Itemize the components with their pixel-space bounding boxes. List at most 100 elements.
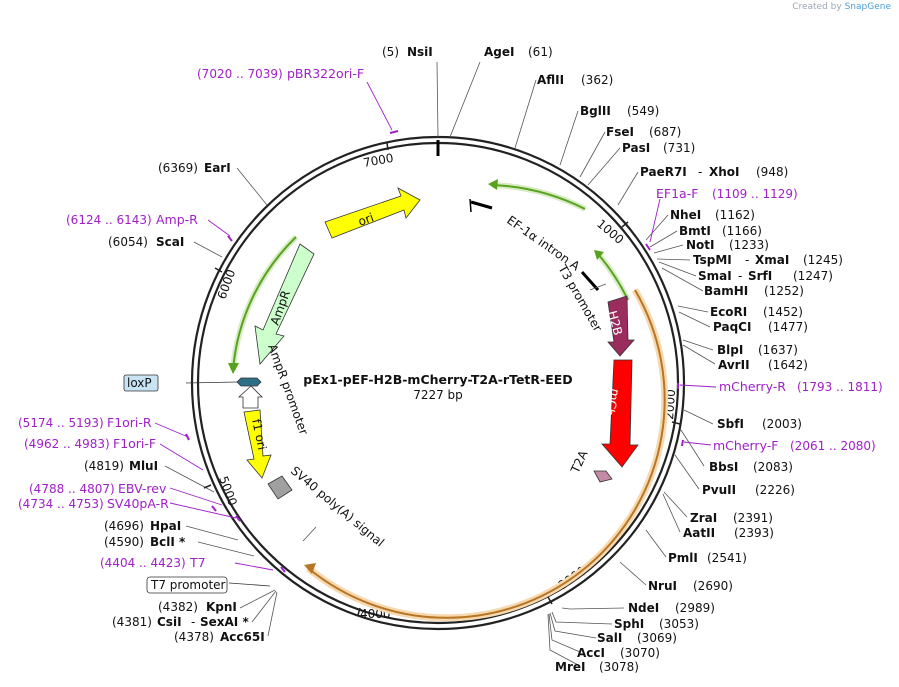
enzyme-pos-bcli: (4590) <box>104 535 144 549</box>
loxp-label: loxP <box>127 376 152 390</box>
enzyme-pos-bamhi: (1252) <box>764 284 804 298</box>
primer-range-amp-r: (6124 .. 6143) <box>66 213 152 227</box>
enzyme-pos-avrii: (1642) <box>768 358 808 372</box>
feature-t3-bar <box>580 271 600 291</box>
primer-marker-t7 <box>280 566 286 573</box>
enzyme-bamhi: BamHI <box>704 284 748 298</box>
enzyme-sep-sexai: - <box>191 615 195 629</box>
snapgene-logo-text: SnapGene <box>844 2 891 12</box>
primer-marker-pbr322ori-f <box>389 130 399 134</box>
primer-mcherry-f: mCherry-F <box>713 438 778 453</box>
enzyme-hpai: HpaI <box>150 519 181 533</box>
enzyme-avrii: AvrII <box>718 358 750 372</box>
orf-arcs <box>228 179 669 622</box>
primer-range-mcherry-r: (1793 .. 1811) <box>797 380 883 394</box>
enzyme-sali: SalI <box>597 631 622 645</box>
enzyme-scai: ScaI <box>156 235 184 249</box>
feature-ef1a-bar <box>470 200 493 210</box>
feature-ef1a-cap <box>469 198 472 213</box>
enzyme-pos-sali: (3069) <box>637 631 677 645</box>
primer-mcherry-r: mCherry-R <box>719 379 786 394</box>
leader-smai <box>658 261 697 277</box>
leader-f1ori-f <box>159 443 204 471</box>
enzyme-pos-kpni: (4382) <box>158 600 198 614</box>
leader-ef1a-f <box>649 198 661 243</box>
primer-sv40pa-r: SV40pA-R <box>107 496 169 511</box>
leader-sbfi <box>683 409 714 425</box>
plasmid-title: pEx1-pEF-H2B-mCherry-T2A-rTetR-EED 7227 … <box>303 372 572 402</box>
enzyme-pos-blpi: (1637) <box>758 343 798 357</box>
leader-mcherry-f <box>683 441 712 446</box>
enzyme-ecori: EcoRI <box>710 305 747 319</box>
loxp-label-box <box>123 374 159 392</box>
leader-mcherry-r <box>679 384 717 388</box>
tick-3000 <box>547 596 553 605</box>
primer-marker-ebv-rev <box>211 505 217 512</box>
enzyme-pos-scai: (6054) <box>108 235 148 249</box>
enzyme-kpni: KpnI <box>206 600 237 614</box>
enzyme-mlui: MluI <box>129 459 158 473</box>
orf-arc-large <box>307 289 666 619</box>
orf-arc-ef1a-head <box>488 179 498 190</box>
enzyme-pos-noti: (1233) <box>729 238 769 252</box>
leader-aflii <box>514 79 537 149</box>
feature-ampr-promoter <box>237 385 263 409</box>
tick-1000 <box>621 221 629 228</box>
enzyme-eari: EarI <box>204 161 231 175</box>
tick-label-1000: 1000 <box>594 217 626 247</box>
primer-marker-ef1a-f <box>645 243 651 251</box>
enzyme-agei: AgeI <box>484 45 514 59</box>
t7-promoter-label: T7 promoter <box>150 578 226 592</box>
tick-label-7000: 7000 <box>362 151 395 170</box>
enzyme-mrei: MreI <box>555 660 585 674</box>
feature-loxp <box>236 377 262 387</box>
feature-label-f1ori: f1 ori <box>249 418 269 452</box>
leader-ecori <box>677 305 709 313</box>
enzyme-pos-pmli: (2541) <box>707 551 747 565</box>
enzyme-nrui: NruI <box>648 579 677 593</box>
primer-range-pbr322ori-f: (7020 .. 7039) <box>197 67 283 81</box>
leader-sv40pa-r <box>169 502 237 519</box>
primer-range-ebv-rev: (4788 .. 4807) <box>29 482 115 496</box>
primer-range-mcherry-f: (2061 .. 2080) <box>790 439 876 453</box>
leader-eari <box>236 167 268 206</box>
enzyme-pos-xhoi: (948) <box>756 165 788 179</box>
leader-loxp <box>185 381 238 384</box>
feature-t3-line <box>589 283 607 291</box>
enzyme-nsii: NsiI <box>407 45 433 59</box>
feature-h2b <box>607 295 635 357</box>
primer-labels: (7020 .. 7039) pBR322ori-F EF1a-F (1109 … <box>18 66 883 570</box>
enzyme-zrai: ZraI <box>690 511 717 525</box>
enzyme-pos-fsei: (687) <box>649 125 681 139</box>
enzyme-pos-srfi: (1247) <box>793 269 833 283</box>
enzyme-xmai: XmaI <box>755 253 789 267</box>
leader-bbsi <box>680 429 705 467</box>
leader-sali <box>549 612 597 639</box>
enzyme-pos-agei: (61) <box>528 45 553 59</box>
snapgene-credit: Created by SnapGene <box>792 2 891 12</box>
leader-ebv-rev <box>169 487 223 506</box>
feature-t2a <box>593 470 613 483</box>
enzyme-csii: CsiI <box>157 615 182 629</box>
primer-f1ori-f: F1ori-F <box>113 436 156 451</box>
credit-prefix: Created by <box>792 2 842 12</box>
leader-sphi <box>551 611 613 625</box>
enzyme-pmli: PmlI <box>668 551 698 565</box>
enzyme-fsei: FseI <box>606 125 634 139</box>
feature-f1ori <box>243 409 272 479</box>
enzyme-pos-eari: (6369) <box>158 161 198 175</box>
primer-markers <box>185 130 684 573</box>
leader-amp-r <box>207 219 231 237</box>
primer-range-f1ori-r: (5174 .. 5193) <box>18 416 104 430</box>
enzyme-pos-acc65i: (4378) <box>174 630 214 644</box>
leader-avrii <box>682 344 716 365</box>
enzyme-labels-right: (5) NsiI AgeI (61) AflII (362) BglII (54… <box>382 45 843 674</box>
leader-fsei <box>579 131 606 178</box>
orf-arc-ampr <box>232 236 297 371</box>
orf-arc-large-head <box>304 563 316 574</box>
enzyme-sep-xhoi: - <box>698 165 702 179</box>
feature-ori <box>324 187 421 239</box>
tick-2000 <box>671 421 681 425</box>
leader-mrei <box>547 613 581 667</box>
